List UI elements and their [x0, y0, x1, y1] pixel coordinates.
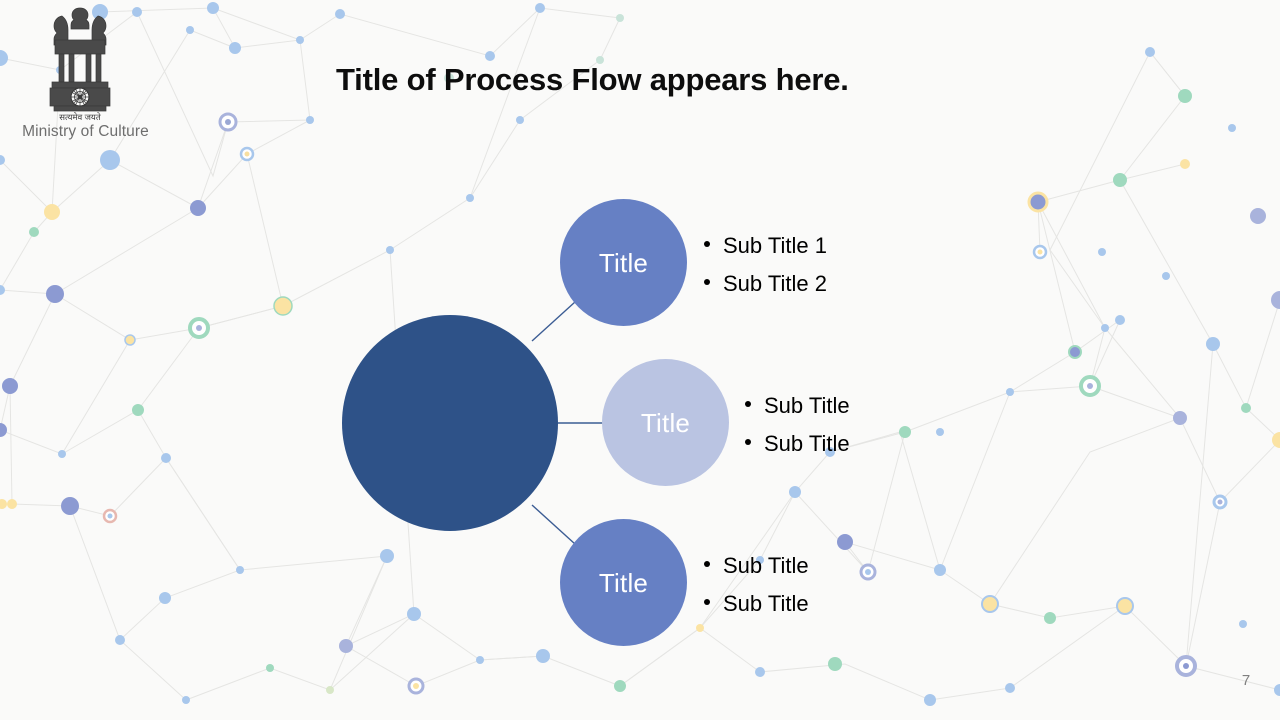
india-state-emblem-icon: सत्यमेव जयते — [49, 7, 111, 122]
branch-node-2-label: Title — [640, 407, 691, 438]
bullet-text: Sub Title 2 — [723, 271, 827, 296]
bullet-text: Sub Title — [764, 393, 850, 418]
bullet-item: Sub Title — [704, 547, 809, 585]
bullet-dot-icon — [745, 439, 751, 445]
bullet-dot-icon — [704, 279, 710, 285]
ministry-label: Ministry of Culture — [22, 123, 149, 140]
branch-node-3-label: Title — [598, 567, 649, 598]
branch-node-3[interactable]: Title — [560, 519, 687, 646]
hub-node[interactable] — [342, 315, 558, 531]
branch-node-1-label: Title — [598, 247, 649, 278]
branch-3-bullet-list: Sub Title Sub Title — [704, 547, 809, 623]
page-number: 7 — [1241, 672, 1251, 689]
bullet-item: Sub Title 2 — [704, 265, 827, 303]
bullet-item: Sub Title — [745, 387, 850, 425]
bullet-text: Sub Title — [764, 431, 850, 456]
emblem-motto: सत्यमेव जयते — [59, 112, 101, 122]
bullet-dot-icon — [704, 561, 710, 567]
bullet-item: Sub Title 1 — [704, 227, 827, 265]
branch-2-bullet-list: Sub Title Sub Title — [745, 387, 850, 463]
bullet-dot-icon — [704, 599, 710, 605]
branch-node-1[interactable]: Title — [560, 199, 687, 326]
bullet-text: Sub Title — [723, 591, 809, 616]
bullet-text: Sub Title — [723, 553, 809, 578]
bullet-item: Sub Title — [704, 585, 809, 623]
bullet-dot-icon — [745, 401, 751, 407]
bullet-item: Sub Title — [745, 425, 850, 463]
bullet-text: Sub Title 1 — [723, 233, 827, 258]
branch-1-bullet-list: Sub Title 1 Sub Title 2 — [704, 227, 827, 303]
page-title: Title of Process Flow appears here. — [336, 62, 849, 97]
bullet-dot-icon — [704, 241, 710, 247]
brand-block: सत्यमेव जयते Ministry of Culture — [0, 0, 170, 150]
branch-node-2[interactable]: Title — [602, 359, 729, 486]
